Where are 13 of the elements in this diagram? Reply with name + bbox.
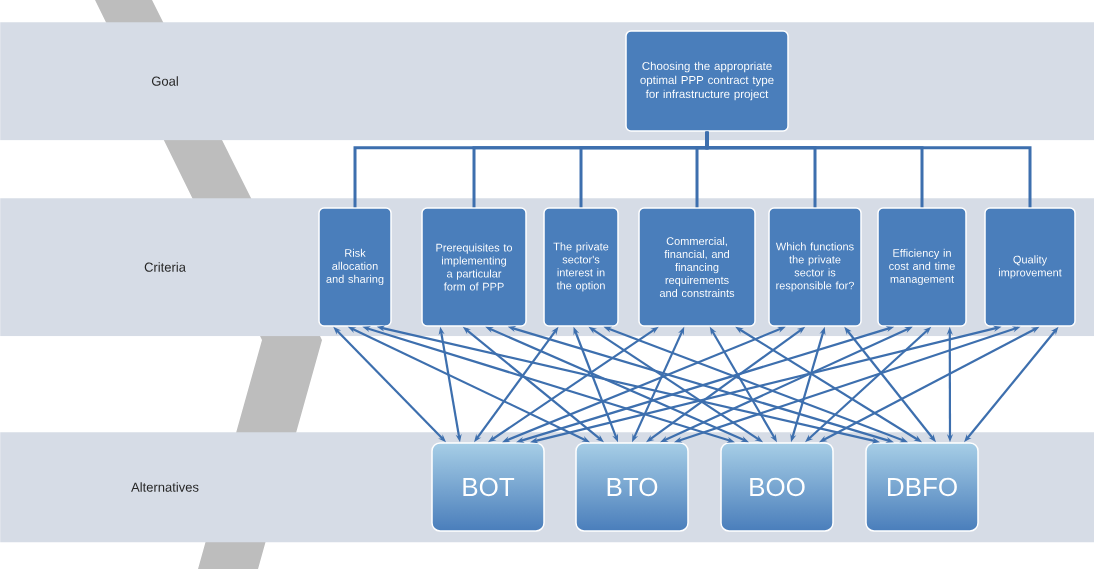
alternative-box: BOT xyxy=(431,442,545,532)
criterion-box: Commercial, financial, and financing requirements and constraints xyxy=(638,207,756,327)
criterion-box: Risk allocation and sharing xyxy=(318,207,392,327)
criterion-box: Which functions the private sector is responsible for? xyxy=(768,207,862,327)
alternative-box: BTO xyxy=(575,442,689,532)
criterion-box: Quality improvement xyxy=(984,207,1076,327)
criterion-box: Prerequisites to implementing a particular form of PPP xyxy=(421,207,527,327)
connector-line xyxy=(705,131,1032,208)
criterion-box: Efficiency in cost and time management xyxy=(877,207,967,327)
goal-box: Choosing the appropriate optimal PPP contract type for infrastructure project xyxy=(625,30,789,132)
criterion-box: The private sector's interest in the option xyxy=(543,207,619,327)
alternative-box: BOO xyxy=(720,442,834,532)
alternative-box: DBFO xyxy=(865,442,979,532)
